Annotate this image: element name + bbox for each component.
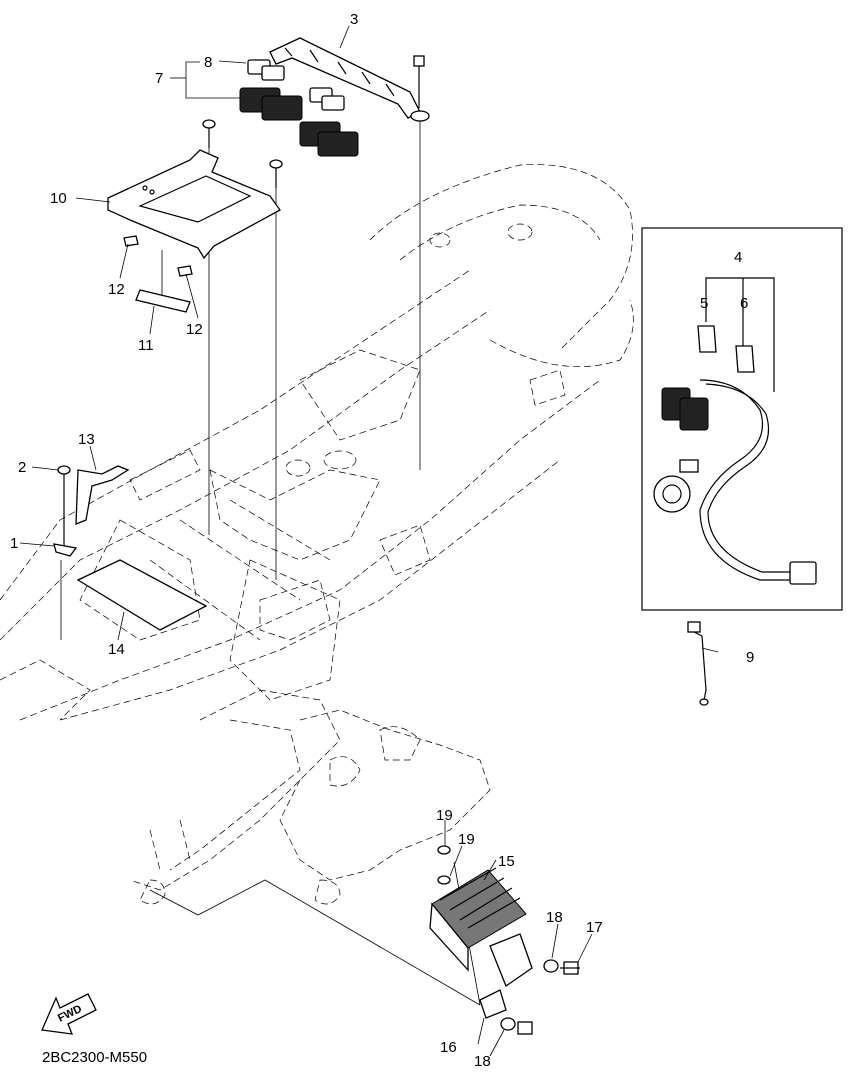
callout-leaders (19, 25, 719, 1057)
part-rectifier-regulator (429, 845, 533, 987)
callout-11: 11 (138, 337, 154, 354)
part-battery-band (53, 465, 130, 557)
callout-18-lower: 18 (474, 1053, 491, 1070)
fwd-arrow-icon: FWD (41, 993, 97, 1035)
callout-3: 3 (350, 11, 358, 28)
callout-8: 8 (204, 54, 212, 71)
callout-15: 15 (498, 853, 515, 870)
part-damper-pads (123, 235, 193, 313)
part-collar-bolts (479, 959, 580, 1035)
part-relays (239, 59, 359, 157)
callout-19-lower: 19 (458, 831, 475, 848)
part-lead-wire (687, 621, 709, 706)
callout-6: 6 (740, 295, 748, 312)
callout-14: 14 (108, 641, 125, 658)
callout-1: 1 (10, 535, 18, 552)
callout-2: 2 (18, 459, 26, 476)
part-ecu-bracket (107, 149, 281, 260)
callout-4: 4 (734, 249, 742, 266)
callout-17: 17 (586, 919, 603, 936)
part-relay-bracket (269, 37, 430, 122)
callout-18-upper: 18 (546, 909, 563, 926)
callout-9: 9 (746, 649, 754, 666)
rear-frame-outline (0, 164, 634, 905)
callout-numbers: 1 2 3 4 5 6 7 8 9 10 11 12 12 13 14 15 1… (10, 11, 754, 1070)
callout-13: 13 (78, 431, 95, 448)
callout-7: 7 (155, 70, 163, 87)
callout-16: 16 (440, 1039, 457, 1056)
part-battery-cover (76, 559, 208, 631)
callout-12-right: 12 (186, 321, 203, 338)
bolt-icon (413, 55, 425, 108)
callout-19-upper: 19 (436, 807, 453, 824)
bolt-icon (269, 159, 283, 188)
bolt-icon (202, 119, 216, 148)
callout-5: 5 (700, 295, 708, 312)
drawing-code: 2BC2300-M550 (42, 1049, 147, 1066)
wire-harness-inset (641, 227, 843, 611)
callout-12-left: 12 (108, 281, 125, 298)
callout-10: 10 (50, 190, 67, 207)
